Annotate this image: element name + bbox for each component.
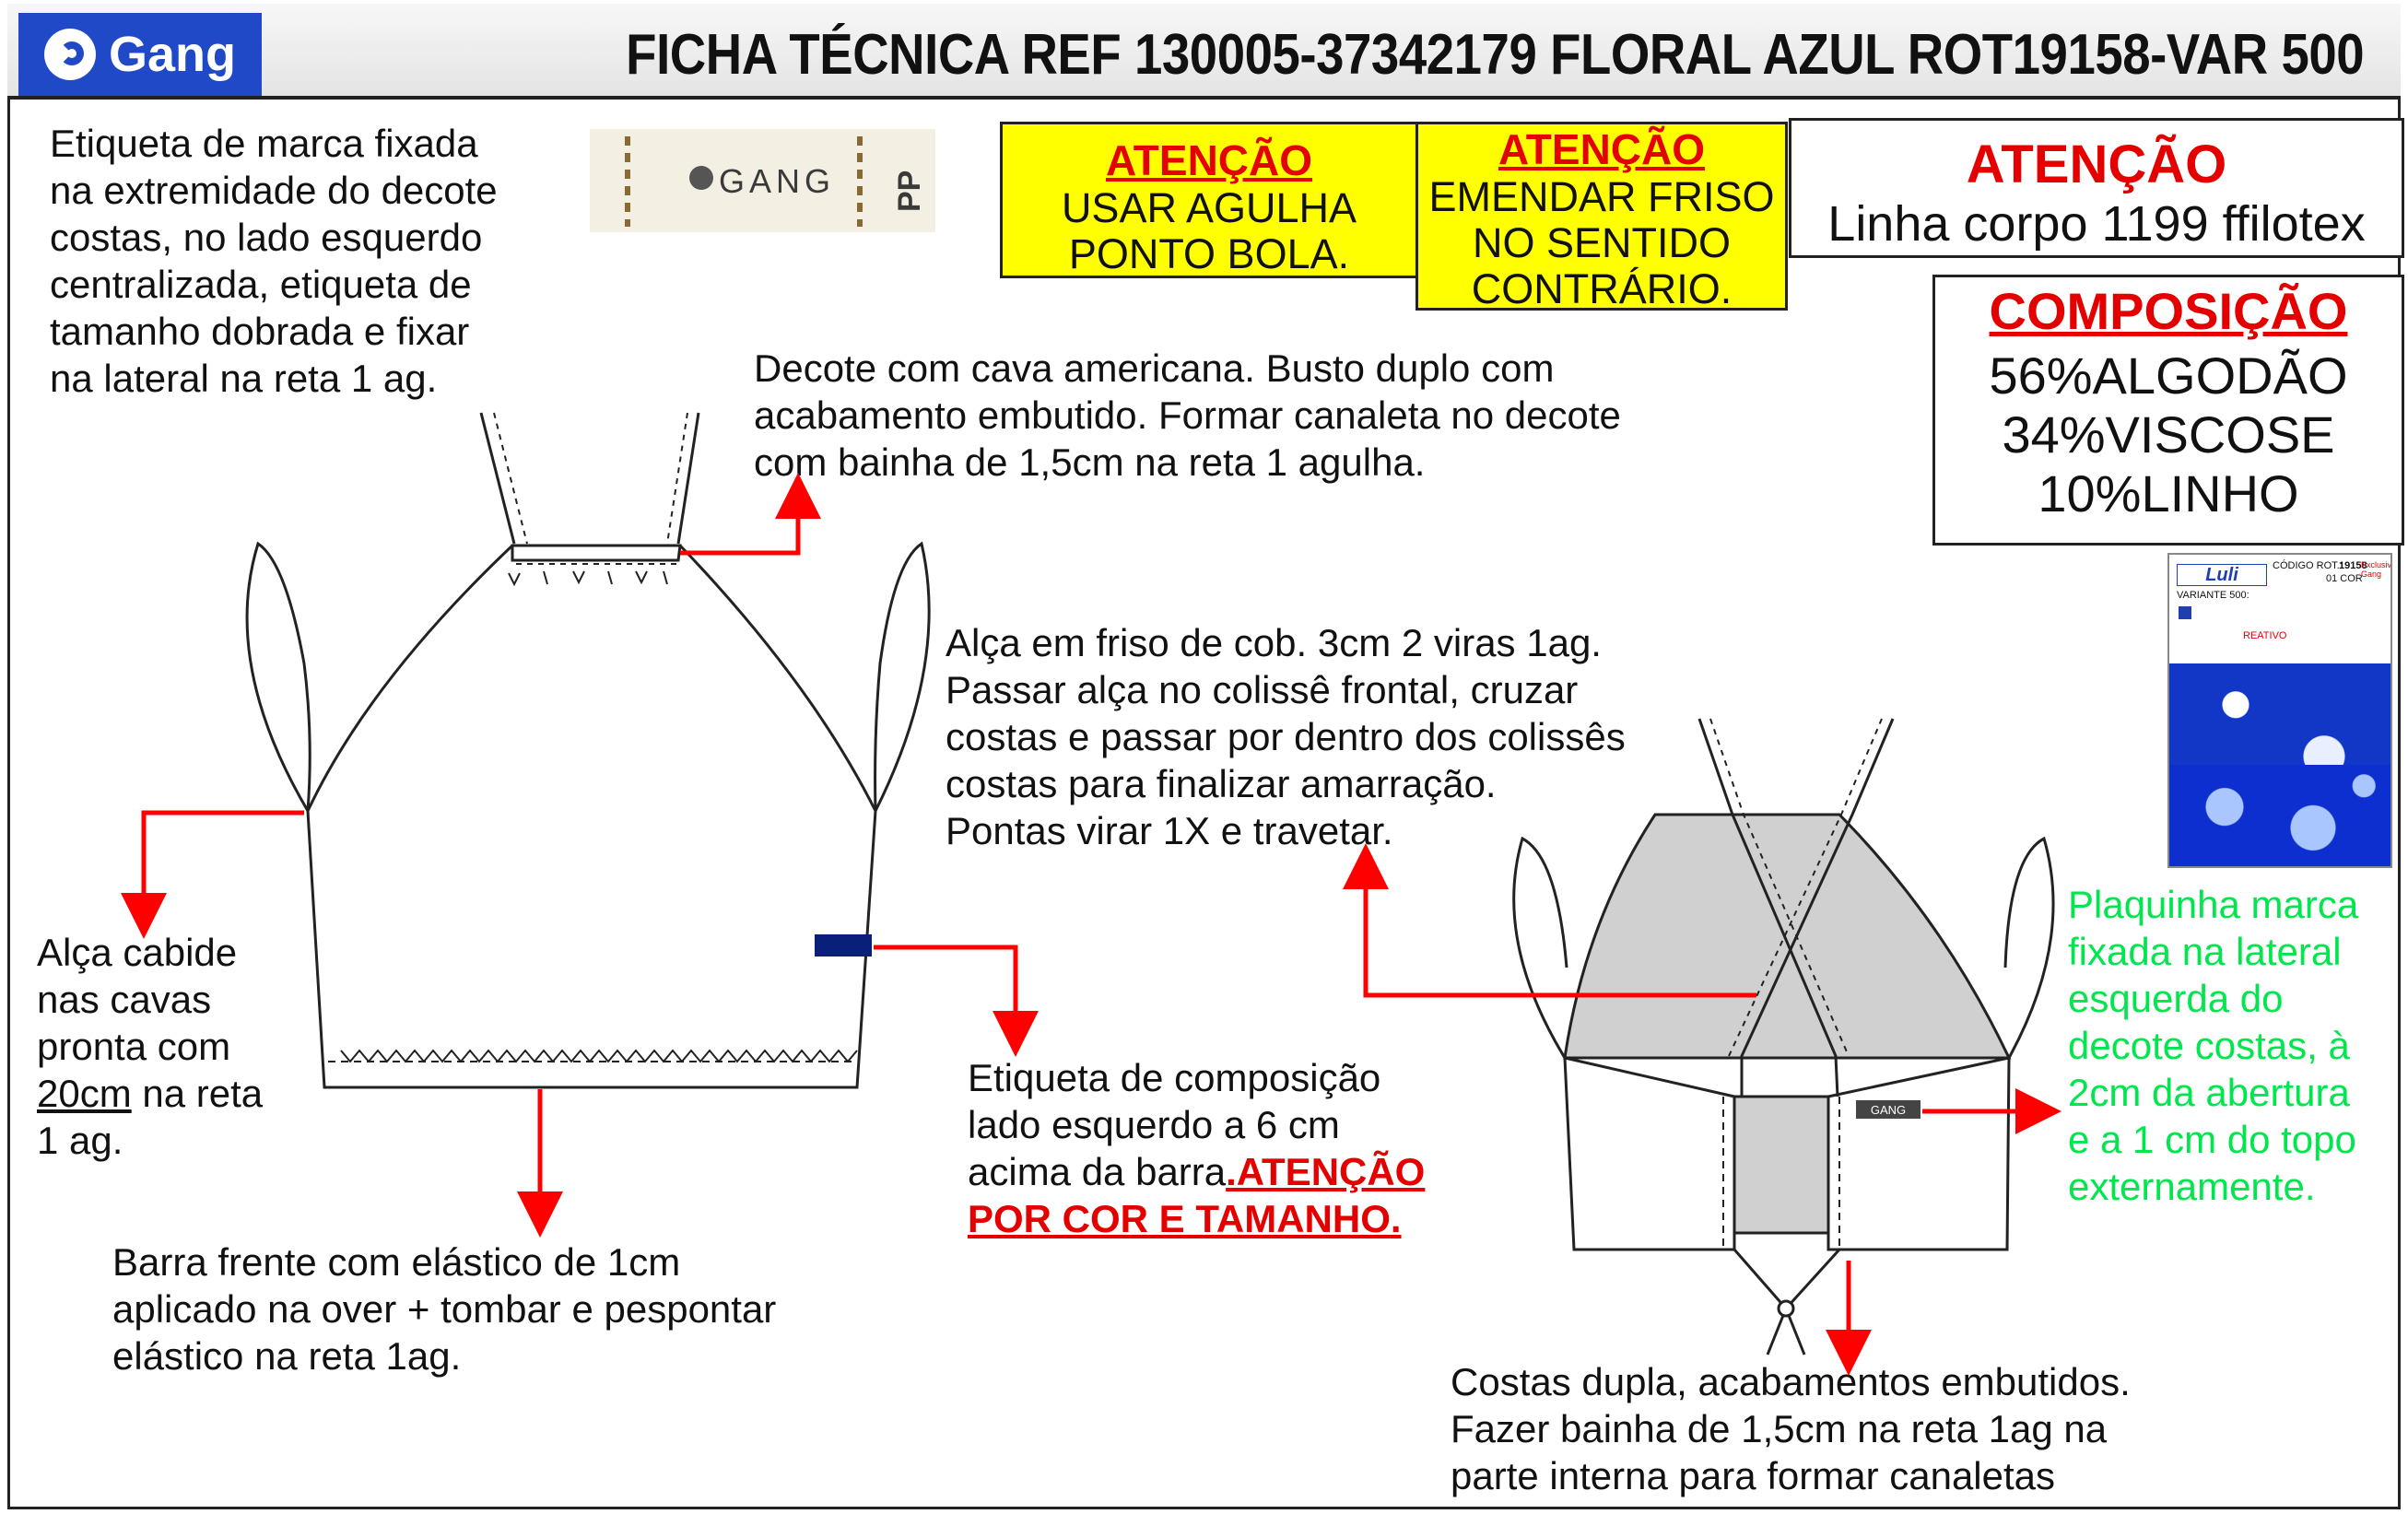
note-hanger-length: 20cm	[37, 1072, 132, 1115]
attention-title: ATENÇÃO	[1498, 125, 1706, 173]
arrow-hanger-loop	[121, 810, 304, 939]
attention-text: EMENDAR FRISO NO SENTIDO CONTRÁRIO.	[1428, 173, 1775, 312]
note-composition-warning: .ATENÇÃO POR COR E TAMANHO	[968, 1150, 1426, 1240]
gang-logo-icon	[689, 166, 713, 190]
attention-box-friso: ATENÇÃO EMENDAR FRISO NO SENTIDO CONTRÁR…	[1415, 122, 1788, 312]
back-view	[1512, 718, 2055, 1356]
swatch-code: 19158	[2339, 560, 2367, 571]
swatch-code-label: CÓDIGO ROT.:	[2273, 560, 2343, 571]
note-plaque: Plaquinha marca fixada na lateral esquer…	[2068, 883, 2359, 1208]
stitch-line	[857, 136, 863, 227]
composition-item: 34%VISCOSE	[2002, 405, 2335, 464]
annotation-arrows	[121, 473, 2061, 1376]
note-hem: Barra frente com elástico de 1cm aplicad…	[112, 1240, 777, 1378]
attention-text: USAR AGULHA PONTO BOLA.	[1061, 184, 1357, 277]
arrow-strap	[1343, 843, 1756, 998]
arrow-neckline	[680, 473, 821, 556]
header-bar: Gang FICHA TÉCNICA REF 130005-37342179 F…	[7, 4, 2401, 100]
swatch-variant: VARIANTE 500:	[2177, 590, 2249, 601]
page-title: FICHA TÉCNICA REF 130005-37342179 FLORAL…	[626, 23, 2364, 87]
swatch-header: Luli CÓDIGO ROT.: 19158 01 COR Exclusivo…	[2169, 555, 2390, 663]
note-brand-label: Etiqueta de marca fixada na extremidade …	[50, 122, 498, 400]
stitch-line	[625, 136, 630, 227]
composition-item: 56%ALGODÃO	[1989, 346, 2348, 405]
composition-tag	[815, 934, 872, 957]
brand-plaque	[1856, 1100, 1921, 1119]
gang-logo-icon	[43, 29, 96, 80]
note-strap: Alça em friso de cob. 3cm 2 viras 1ag. P…	[946, 621, 1626, 852]
front-view	[245, 412, 931, 1089]
label-brand: GANG	[719, 162, 836, 200]
front-strap-right	[676, 412, 700, 545]
note-composition-period: .	[1390, 1197, 1402, 1240]
composition-box: COMPOSIÇÃO 56%ALGODÃO 34%VISCOSE 10%LINH…	[1932, 275, 2404, 546]
attention-title: ATENÇÃO	[1966, 135, 2227, 194]
swatch-brand: Luli	[2177, 564, 2267, 586]
fabric-swatch: Luli CÓDIGO ROT.: 19158 01 COR Exclusivo…	[2167, 553, 2392, 868]
logo-text: Gang	[108, 27, 236, 82]
attention-text: Linha corpo 1199 ffilotex	[1827, 196, 2366, 252]
attention-box-needle: ATENÇÃO USAR AGULHA PONTO BOLA.	[1000, 122, 1418, 278]
note-neckline: Decote com cava americana. Busto duplo c…	[754, 346, 1621, 484]
hanger-loop-left	[245, 541, 311, 812]
swatch-reactive: REATIVO	[2243, 630, 2287, 641]
note-hanger-text: na reta 1 ag.	[37, 1072, 264, 1162]
note-composition-text: Etiqueta de composição lado esquerdo a 6…	[968, 1056, 1381, 1193]
brand-label-illustration: GANG PP	[590, 129, 935, 232]
composition-item: 10%LINHO	[2038, 464, 2299, 522]
brand-plaque-text: GANG	[1871, 1103, 1906, 1117]
swatch-floral-print	[2169, 663, 2390, 866]
swatch-exclusive: Exclusivo Gang	[2361, 560, 2392, 579]
attention-title: ATENÇÃO	[1105, 136, 1313, 184]
attention-box-thread: ATENÇÃO Linha corpo 1199 ffilotex	[1789, 118, 2404, 258]
gang-logo: Gang	[18, 13, 262, 96]
composition-title: COMPOSIÇÃO	[1989, 282, 2348, 340]
front-strap-left	[479, 412, 516, 545]
swatch-color-chip	[2179, 606, 2191, 619]
note-back: Costas dupla, acabamentos embutidos. Faz…	[1451, 1360, 2131, 1497]
hanger-loop-right	[874, 541, 931, 812]
swatch-color: 01 COR	[2326, 573, 2363, 584]
front-body	[306, 544, 877, 1089]
note-composition-label: Etiqueta de composição lado esquerdo a 6…	[968, 1054, 1425, 1242]
arrow-composition-tag	[874, 945, 1039, 1057]
